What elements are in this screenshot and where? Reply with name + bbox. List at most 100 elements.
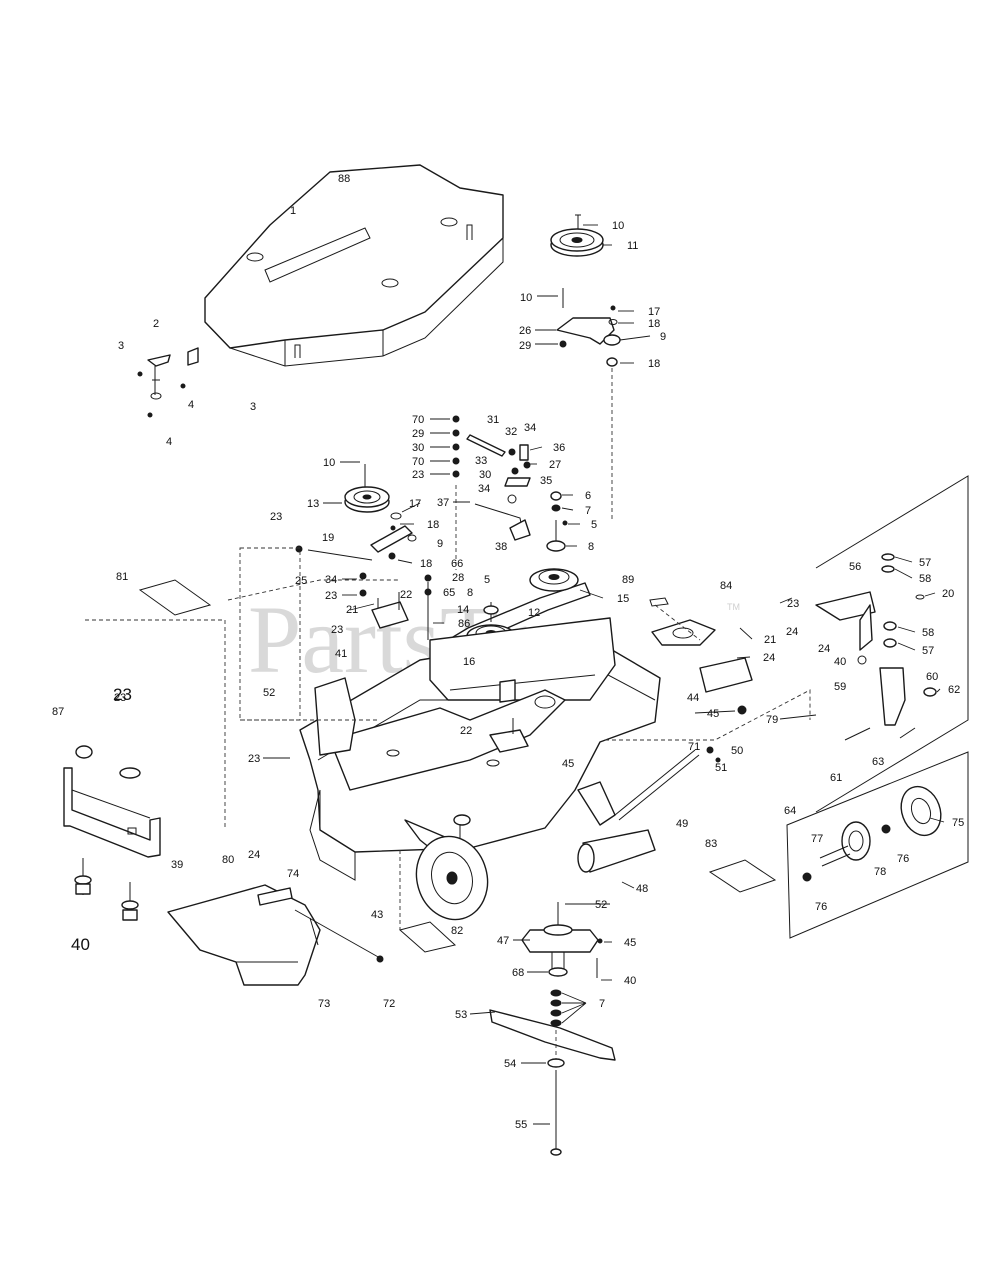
part-callout-53: 53 <box>455 1009 467 1021</box>
part-callout-45: 45 <box>707 708 719 720</box>
part-callout-70: 70 <box>412 456 424 468</box>
part-callout-52: 52 <box>263 687 275 699</box>
part-callout-7: 7 <box>585 505 591 517</box>
part-callout-5: 5 <box>591 519 597 531</box>
part-callout-33: 33 <box>475 455 487 467</box>
part-callout-66: 66 <box>451 558 463 570</box>
upper-idler-pulley <box>550 214 621 367</box>
discharge-chute <box>167 884 384 986</box>
left-pulley-assembly <box>295 464 417 629</box>
part-callout-72: 72 <box>383 998 395 1010</box>
part-callout-35: 35 <box>540 475 552 487</box>
part-callout-23: 23 <box>248 753 260 765</box>
part-callout-large-23: 23 <box>113 685 132 704</box>
part-callout-34: 34 <box>524 422 536 434</box>
part-callout-29: 29 <box>519 340 531 352</box>
mower-deck-housing <box>299 617 661 881</box>
part-callout-31: 31 <box>487 414 499 426</box>
part-callout-52: 52 <box>595 899 607 911</box>
part-callout-41: 41 <box>335 648 347 660</box>
part-callout-28: 28 <box>452 572 464 584</box>
part-callout-23: 23 <box>412 469 424 481</box>
part-callout-39: 39 <box>171 859 183 871</box>
part-callout-10: 10 <box>612 220 624 232</box>
part-callout-21: 21 <box>346 604 358 616</box>
gauge-wheel-panel <box>786 475 969 939</box>
part-callout-17: 17 <box>409 498 421 510</box>
part-callout-58: 58 <box>919 573 931 585</box>
part-callout-22: 22 <box>460 725 472 737</box>
part-callout-8: 8 <box>588 541 594 553</box>
part-callout-30: 30 <box>412 442 424 454</box>
blade-spindle-assembly <box>489 902 616 1156</box>
part-callout-9: 9 <box>437 538 443 550</box>
part-callout-63: 63 <box>872 756 884 768</box>
part-callout-25: 25 <box>295 575 307 587</box>
part-callout-32: 32 <box>505 426 517 438</box>
part-callout-84: 84 <box>720 580 732 592</box>
part-callout-17: 17 <box>648 306 660 318</box>
part-callout-24: 24 <box>818 643 830 655</box>
part-callout-12: 12 <box>528 607 540 619</box>
part-callout-47: 47 <box>497 935 509 947</box>
part-callout-38: 38 <box>495 541 507 553</box>
part-callout-49: 49 <box>676 818 688 830</box>
part-callout-23: 23 <box>325 590 337 602</box>
part-callout-20: 20 <box>942 588 954 600</box>
part-callout-36: 36 <box>553 442 565 454</box>
part-callout-3: 3 <box>118 340 124 352</box>
part-callout-40: 40 <box>834 656 846 668</box>
part-callout-74: 74 <box>287 868 299 880</box>
part-callout-18: 18 <box>648 358 660 370</box>
part-callout-19: 19 <box>322 532 334 544</box>
part-callout-6: 6 <box>585 490 591 502</box>
part-callout-43: 43 <box>371 909 383 921</box>
callout-leaders <box>263 224 945 1125</box>
part-callout-34: 34 <box>325 574 337 586</box>
part-callout-7: 7 <box>599 998 605 1010</box>
part-callout-76: 76 <box>897 853 909 865</box>
part-callout-10: 10 <box>520 292 532 304</box>
part-callout-9: 9 <box>660 331 666 343</box>
part-callout-56: 56 <box>849 561 861 573</box>
part-callout-23: 23 <box>114 692 126 704</box>
part-callout-4: 4 <box>166 436 172 448</box>
part-callout-57: 57 <box>919 557 931 569</box>
part-callout-18: 18 <box>648 318 660 330</box>
part-callout-large-40: 40 <box>71 935 90 954</box>
part-callout-3: 3 <box>250 401 256 413</box>
part-callout-23: 23 <box>331 624 343 636</box>
part-callout-58: 58 <box>922 627 934 639</box>
part-callout-62: 62 <box>948 684 960 696</box>
part-callout-10: 10 <box>323 457 335 469</box>
part-callout-18: 18 <box>420 558 432 570</box>
decals <box>138 579 777 953</box>
part-callout-14: 14 <box>457 604 469 616</box>
part-callout-68: 68 <box>512 967 524 979</box>
part-callout-81: 81 <box>116 571 128 583</box>
part-callout-54: 54 <box>504 1058 516 1070</box>
watermark-trademark: TM <box>727 602 740 612</box>
part-callout-1: 1 <box>290 205 296 217</box>
part-callout-30: 30 <box>479 469 491 481</box>
part-callout-34: 34 <box>478 483 490 495</box>
part-callout-88: 88 <box>338 173 350 185</box>
part-callout-45: 45 <box>562 758 574 770</box>
part-callout-18: 18 <box>427 519 439 531</box>
part-callout-89: 89 <box>622 574 634 586</box>
part-callout-27: 27 <box>549 459 561 471</box>
part-callout-21: 21 <box>764 634 776 646</box>
part-callout-37: 37 <box>437 497 449 509</box>
cover-latch <box>137 347 199 418</box>
part-callout-26: 26 <box>519 325 531 337</box>
deck-bolts <box>74 858 139 921</box>
part-callout-16: 16 <box>463 656 475 668</box>
part-callout-61: 61 <box>830 772 842 784</box>
deck-cover <box>204 164 504 367</box>
part-callout-73: 73 <box>318 998 330 1010</box>
part-callout-60: 60 <box>926 671 938 683</box>
part-callout-48: 48 <box>636 883 648 895</box>
part-callout-82: 82 <box>451 925 463 937</box>
part-callout-2: 2 <box>153 318 159 330</box>
